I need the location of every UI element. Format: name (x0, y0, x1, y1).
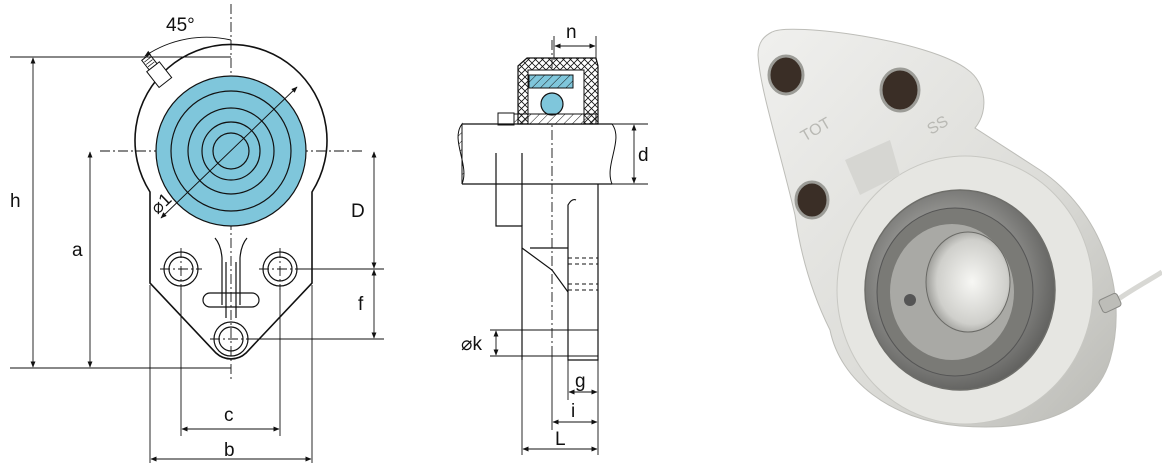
photo-grease-nipple (1098, 292, 1122, 314)
g-label: g (575, 371, 586, 392)
shaft-lines (462, 123, 612, 185)
housing-left-edge (495, 153, 523, 360)
product-photo: TOT SS (757, 28, 1162, 428)
neck-left-line (214, 237, 223, 305)
flange-plate (567, 184, 599, 361)
shaft-break-left (457, 122, 465, 185)
d-label: d (638, 145, 649, 166)
a-label: a (72, 240, 83, 261)
k-label: ⌀k (461, 334, 482, 355)
angle-label: 45° (166, 15, 195, 36)
photo-hole-3 (794, 180, 830, 220)
b-label: b (224, 440, 235, 461)
neck-right-line (239, 237, 248, 305)
slot-lines (225, 262, 237, 318)
photo-set-screw (904, 294, 916, 306)
hidden-holes (568, 257, 598, 291)
c-label: c (224, 405, 234, 426)
flange-taper (521, 247, 569, 293)
n-label: n (566, 22, 577, 43)
bolt-hole-right (259, 248, 301, 290)
photo-boss (845, 140, 900, 195)
inner-race (509, 113, 597, 125)
D-label: D (351, 201, 365, 222)
center-slot (202, 292, 260, 308)
bolt-hole-bottom (210, 321, 252, 357)
set-screw (497, 112, 515, 126)
diameter-arrow (160, 86, 298, 219)
photo-bore (925, 231, 1011, 333)
L-label: L (555, 429, 566, 450)
h-label: h (10, 191, 21, 212)
photo-hole-1 (767, 54, 805, 96)
front-view: ⌀1 45° h a (10, 4, 384, 463)
angle-arc (144, 36, 232, 57)
ball (540, 92, 564, 116)
f-label: f (358, 294, 364, 315)
shaft-break-right (609, 123, 617, 185)
side-view: n d ⌀k g i L (457, 22, 649, 455)
photo-hole-2 (879, 67, 921, 113)
i-label: i (571, 401, 575, 422)
bolt-hole-left (160, 248, 202, 290)
housing-outline (134, 43, 328, 360)
